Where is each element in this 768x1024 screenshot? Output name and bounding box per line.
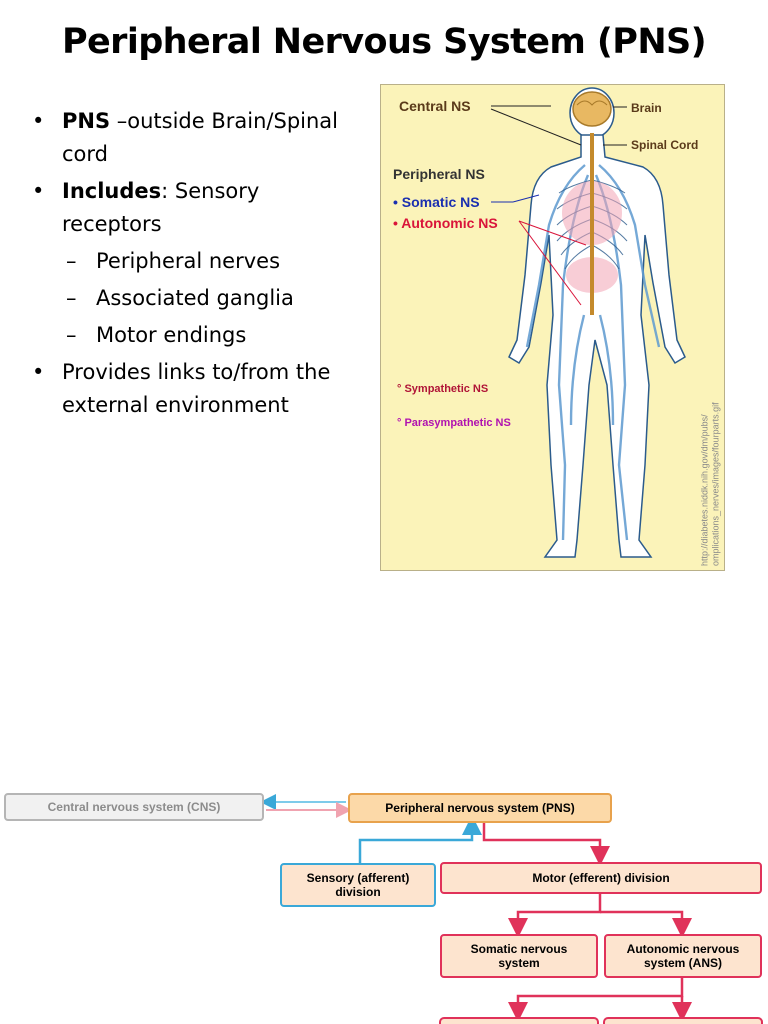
label-brain: Brain [631,101,662,115]
body-illustration [490,87,686,558]
pns-division-chart: Central nervous system (CNS) Peripheral … [0,780,768,1024]
bullet-provides-links: Provides links to/from the external envi… [30,356,360,422]
nervous-system-figure: Central NS Brain Spinal Cord Peripheral … [380,84,725,571]
box-autonomic-nervous-system: Autonomic nervous system (ANS) [604,934,762,978]
label-autonomic-ns: • Autonomic NS [393,215,498,231]
label-parasympathetic-ns: ° Parasympathetic NS [397,417,511,429]
sub-bullet-peripheral-nerves: Peripheral nerves [30,245,360,278]
bullet-pns: PNS –outside Brain/Spinal cord [30,105,360,171]
label-sympathetic-ns: ° Sympathetic NS [397,383,489,395]
label-peripheral-ns: Peripheral NS [393,166,485,182]
label-somatic-ns: • Somatic NS [393,194,480,210]
image-credit: http://diabetes.niddk.nih.gov/dm/pubs/ o… [700,402,721,566]
box-sensory-division: Sensory (afferent) division [280,863,436,907]
box-motor-division: Motor (efferent) division [440,862,762,894]
slide-title: Peripheral Nervous System (PNS) [61,22,707,62]
label-central-ns: Central NS [399,98,471,114]
label-spinal-cord: Spinal Cord [631,138,699,152]
sub-bullet-motor-endings: Motor endings [30,319,360,352]
box-somatic-nervous-system: Somatic nervous system [440,934,598,978]
box-central-nervous-system: Central nervous system (CNS) [4,793,264,821]
sub-bullet-associated-ganglia: Associated ganglia [30,282,360,315]
chart-connectors [260,794,763,1024]
bullet-includes: Includes: Sensory receptors [30,175,360,241]
box-peripheral-nervous-system: Peripheral nervous system (PNS) [348,793,612,823]
bullet-list: PNS –outside Brain/Spinal cord Includes:… [30,105,360,426]
